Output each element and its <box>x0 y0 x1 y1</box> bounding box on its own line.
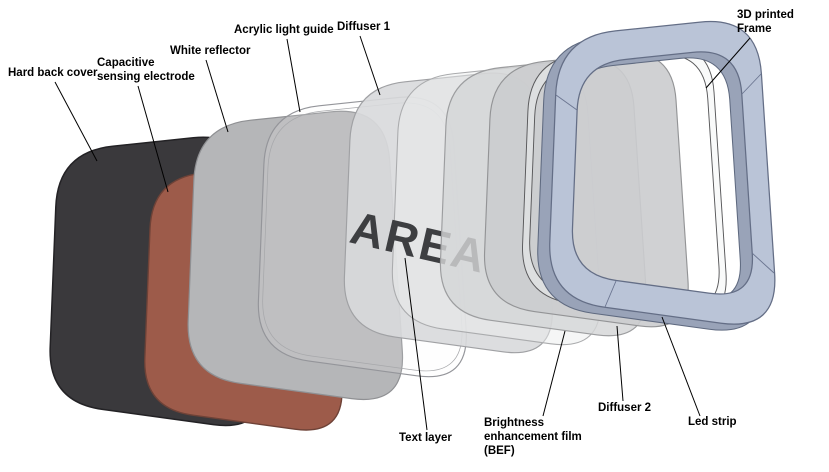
callout-diffuser-1: Diffuser 1 <box>337 21 391 96</box>
leader-line-diffuser-2 <box>616 325 624 402</box>
leader-line-white-reflector <box>205 59 229 133</box>
label-bef-line1: Brightness <box>484 417 544 429</box>
leader-line-text-layer <box>404 257 428 431</box>
callout-text-layer: Text layer <box>399 257 452 444</box>
label-diffuser-1: Diffuser 1 <box>337 21 391 33</box>
label-text-layer: Text layer <box>399 432 452 444</box>
leader-line-acrylic <box>286 38 301 113</box>
label-capacitive-line1: Capacitive <box>97 57 155 69</box>
frame-segment-line <box>604 280 617 308</box>
callout-white-reflector: White reflector <box>170 45 251 133</box>
leader-line-hard-back-cover <box>54 81 98 162</box>
frame-segment-line <box>555 94 578 111</box>
callout-3d-printed-frame: 3D printed Frame <box>705 9 794 89</box>
leader-line-bef <box>542 330 566 417</box>
callout-capacitive-sensing-electrode: Capacitive sensing electrode <box>97 57 195 193</box>
frame-segment-line <box>741 73 762 95</box>
label-capacitive-line2: sensing electrode <box>97 71 195 83</box>
leader-line-capacitive <box>137 85 169 193</box>
frame-segment-line <box>751 252 775 274</box>
callout-brightness-enhancement-film: Brightness enhancement film (BEF) <box>484 330 582 457</box>
leader-line-frame <box>705 37 751 89</box>
callout-acrylic-light-guide: Acrylic light guide <box>234 24 334 113</box>
callout-hard-back-cover: Hard back cover <box>8 67 98 162</box>
label-acrylic-light-guide: Acrylic light guide <box>234 24 334 36</box>
callout-led-strip: Led strip <box>661 316 737 428</box>
label-bef-line2: enhancement film <box>484 431 582 443</box>
callout-diffuser-2: Diffuser 2 <box>598 325 651 414</box>
label-white-reflector: White reflector <box>170 45 251 57</box>
leader-line-diffuser-1 <box>359 35 381 96</box>
label-led-strip: Led strip <box>688 416 737 428</box>
label-frame-line1: 3D printed <box>737 9 794 21</box>
label-frame-line2: Frame <box>737 23 772 35</box>
label-diffuser-2: Diffuser 2 <box>598 402 651 414</box>
label-bef-line3: (BEF) <box>484 445 515 457</box>
layer-3d-printed-frame <box>537 20 776 331</box>
leader-line-led-strip <box>661 316 701 417</box>
label-hard-back-cover: Hard back cover <box>8 67 98 79</box>
